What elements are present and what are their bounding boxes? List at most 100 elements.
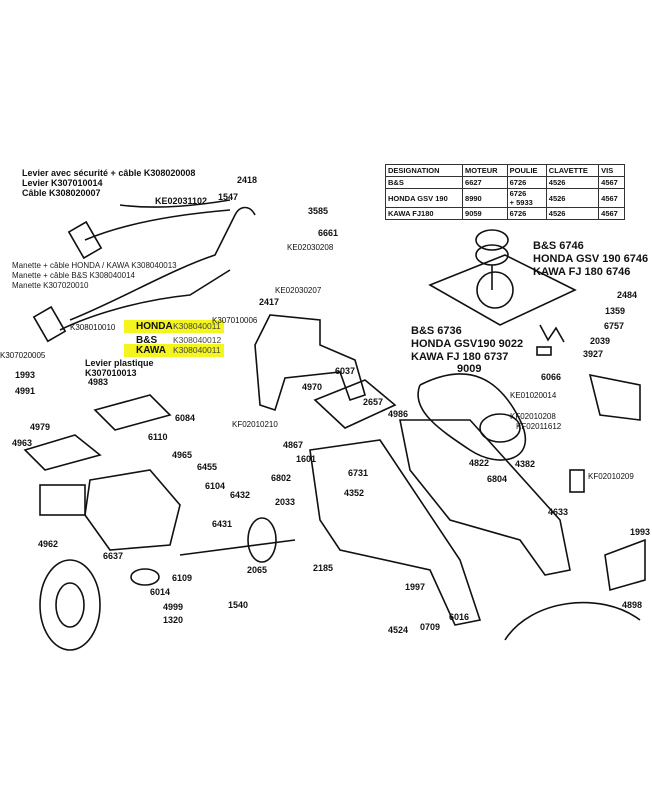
spring-zigzag bbox=[539, 324, 565, 343]
table-row: B&S 6627 6726 4526 4567 bbox=[384, 176, 625, 189]
table-row: KAWA FJ180 9059 6726 4526 4567 bbox=[384, 207, 625, 220]
plate-ref-honda: HONDA GSV190 9022 bbox=[411, 338, 524, 350]
part-KF02011612: KF02011612 bbox=[516, 422, 562, 431]
note-levier-plastique: Levier plastique bbox=[85, 358, 154, 368]
part-6110: 6110 bbox=[148, 432, 168, 442]
pulley-ref-kawa: KAWA FJ 180 6746 bbox=[533, 266, 631, 278]
part-4382: 4382 bbox=[515, 459, 536, 469]
part-6731: 6731 bbox=[348, 468, 369, 478]
part-K308010010: K308010010 bbox=[70, 323, 116, 332]
right-frame bbox=[588, 373, 641, 421]
plate-hole bbox=[476, 271, 514, 309]
part-K307020005: K307020005 bbox=[0, 351, 46, 360]
belt bbox=[417, 373, 527, 461]
bracket-4382 bbox=[569, 469, 585, 493]
handlebar-lower bbox=[59, 269, 231, 331]
part-1993-left: 1993 bbox=[15, 370, 36, 380]
table-cell: 6627 bbox=[462, 176, 508, 189]
shaft-disc bbox=[247, 517, 277, 563]
part-2185: 2185 bbox=[313, 563, 334, 573]
wheel bbox=[39, 559, 101, 651]
chassis-6804 bbox=[399, 419, 571, 576]
spec-header-vis: VIS bbox=[598, 164, 625, 177]
guard-4962 bbox=[39, 484, 86, 516]
cable bbox=[119, 199, 231, 208]
part-6637: 6637 bbox=[103, 551, 124, 561]
part-2033: 2033 bbox=[275, 497, 296, 507]
part-4991: 4991 bbox=[15, 386, 36, 396]
belt-pulley bbox=[479, 413, 521, 443]
part-4898: 4898 bbox=[622, 600, 643, 610]
handlebar-top bbox=[84, 209, 231, 241]
part-6432: 6432 bbox=[230, 490, 251, 500]
chassis-6802 bbox=[309, 439, 482, 626]
frame-bracket bbox=[254, 314, 366, 412]
part-4999: 4999 bbox=[163, 602, 184, 612]
note-manette-bs: Manette + câble B&S K308040014 bbox=[12, 271, 135, 280]
part-4633: 4633 bbox=[548, 507, 569, 517]
highlight-bs-engine: B&S bbox=[136, 335, 158, 346]
part-4524: 4524 bbox=[388, 625, 409, 635]
part-KE02030208: KE02030208 bbox=[287, 243, 334, 252]
grip-lower bbox=[32, 305, 67, 343]
table-cell: B&S bbox=[384, 176, 464, 189]
highlight-honda-engine: HONDA bbox=[136, 321, 173, 332]
part-2484: 2484 bbox=[617, 290, 638, 300]
table-cell: 4526 bbox=[545, 207, 600, 220]
part-6066: 6066 bbox=[541, 372, 562, 382]
highlight-honda bbox=[124, 320, 224, 333]
part-6804: 6804 bbox=[487, 474, 508, 484]
part-6109: 6109 bbox=[172, 573, 193, 583]
clip-9009 bbox=[536, 346, 552, 356]
table-cell: 4526 bbox=[545, 188, 600, 208]
pulley-ref-honda: HONDA GSV 190 6746 bbox=[533, 253, 649, 265]
part-3585: 3585 bbox=[308, 206, 329, 216]
part-4352: 4352 bbox=[344, 488, 365, 498]
table-cell: 6726 bbox=[506, 176, 547, 189]
note-manette-honda: Manette + câble HONDA / KAWA K308040013 bbox=[12, 261, 177, 270]
part-4962: 4962 bbox=[38, 539, 59, 549]
wheel-hub bbox=[55, 582, 85, 628]
part-1540: 1540 bbox=[228, 600, 249, 610]
table-cell: 9059 bbox=[462, 207, 508, 220]
part-KF02010210: KF02010210 bbox=[232, 420, 278, 429]
part-9009: 9009 bbox=[457, 363, 482, 375]
part-2657: 2657 bbox=[363, 397, 384, 407]
part-6661: 6661 bbox=[318, 228, 339, 238]
part-4983: 4983 bbox=[88, 377, 109, 387]
pulley-top bbox=[475, 229, 509, 251]
part-KF02010209: KF02010209 bbox=[588, 472, 634, 481]
part-1320: 1320 bbox=[163, 615, 184, 625]
right-axle bbox=[604, 538, 646, 592]
table-row: HONDA GSV 190 8990 6726 + 5933 4526 4567 bbox=[384, 188, 625, 208]
part-KE02031102: KE02031102 bbox=[155, 196, 208, 206]
part-6037: 6037 bbox=[335, 366, 356, 376]
part-1547: 1547 bbox=[218, 192, 239, 202]
gearbox bbox=[84, 469, 181, 551]
plate-4963 bbox=[23, 434, 102, 471]
cover-6084 bbox=[93, 394, 172, 431]
spec-header-poulie: POULIE bbox=[506, 164, 547, 177]
spec-table: DESIGNATION MOTEUR POULIE CLAVETTE VIS B… bbox=[384, 164, 625, 220]
table-cell: 4567 bbox=[598, 176, 625, 189]
table-cell: KAWA FJ180 bbox=[384, 207, 464, 220]
part-2039: 2039 bbox=[590, 336, 611, 346]
table-cell: 4526 bbox=[545, 176, 600, 189]
part-1997: 1997 bbox=[405, 582, 426, 592]
part-4979: 4979 bbox=[30, 422, 51, 432]
part-2418: 2418 bbox=[237, 175, 258, 185]
part-KF02010208: KF02010208 bbox=[510, 412, 556, 421]
part-4965: 4965 bbox=[172, 450, 193, 460]
highlight-honda-code: K308040011 bbox=[173, 321, 221, 331]
spec-header-designation: DESIGNATION bbox=[384, 164, 464, 177]
part-4963: 4963 bbox=[12, 438, 33, 448]
table-cell: 6726 bbox=[506, 207, 547, 220]
part-2065: 2065 bbox=[247, 565, 268, 575]
part-6455: 6455 bbox=[197, 462, 218, 472]
plate-ref-kawa: KAWA FJ 180 6737 bbox=[411, 351, 509, 363]
part-4970: 4970 bbox=[302, 382, 323, 392]
part-3927: 3927 bbox=[583, 349, 604, 359]
part-KE01020014: KE01020014 bbox=[510, 391, 557, 400]
part-6431: 6431 bbox=[212, 519, 233, 529]
